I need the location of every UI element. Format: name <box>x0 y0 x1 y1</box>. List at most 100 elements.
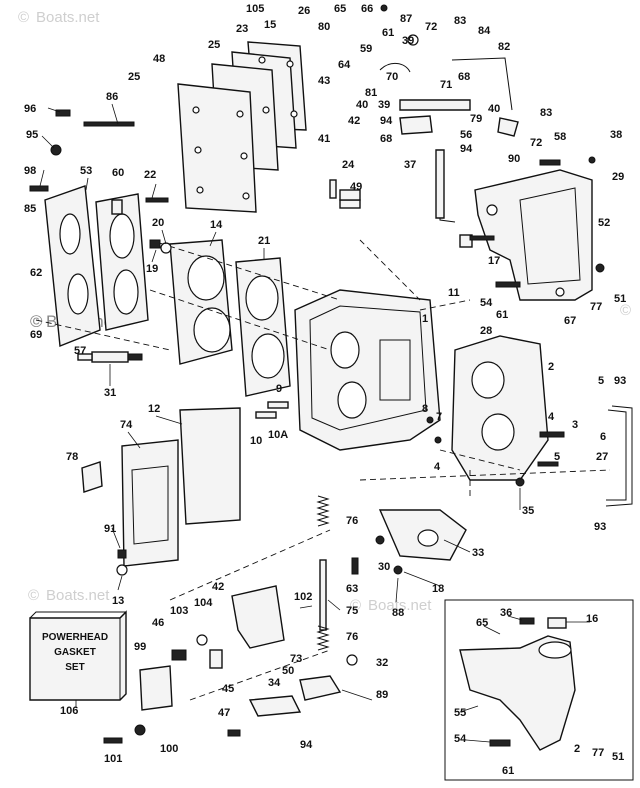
callout: 61 <box>382 27 394 39</box>
lower-left-parts <box>103 634 342 744</box>
callout: 43 <box>318 75 330 87</box>
watermark-top-left: Boats.net <box>36 9 100 26</box>
callout: 86 <box>106 91 118 103</box>
washer-103 <box>196 634 208 646</box>
screw-101 <box>103 737 123 744</box>
callout: 38 <box>610 129 622 141</box>
callout: 60 <box>112 167 124 179</box>
link-45 <box>248 695 302 717</box>
callout: 83 <box>540 107 552 119</box>
callout: 4 <box>548 411 555 423</box>
callout: 100 <box>160 743 178 755</box>
cylinder-head-group <box>44 185 291 397</box>
exhaust-gasket-front <box>177 83 257 213</box>
callout: 10A <box>268 429 288 441</box>
callout: 72 <box>425 21 437 33</box>
callout: 33 <box>472 547 484 559</box>
callout: 73 <box>290 653 302 665</box>
callout: 65 <box>476 617 488 629</box>
cylinder-block <box>294 289 441 451</box>
callout: 2 <box>574 743 580 755</box>
callout: 40 <box>356 99 368 111</box>
kit-label-line-1: POWERHEAD <box>42 632 108 643</box>
callout: 14 <box>210 219 223 231</box>
watermark-copyright-symbol-4: © <box>620 302 631 319</box>
callout: 39 <box>378 99 390 111</box>
callout: 89 <box>376 689 388 701</box>
callout: 81 <box>365 87 377 99</box>
callout: 1 <box>422 313 428 325</box>
callout: 47 <box>218 707 230 719</box>
callout: 76 <box>346 631 358 643</box>
clamp-78 <box>81 461 103 493</box>
clip-104 <box>209 649 223 669</box>
callout: 19 <box>146 263 158 275</box>
callout: 94 <box>380 115 393 127</box>
inset-box <box>444 599 634 781</box>
callout: 76 <box>346 515 358 527</box>
callout: 49 <box>350 181 362 193</box>
callout: 88 <box>392 607 404 619</box>
callout: 61 <box>502 765 514 777</box>
fitting-46 <box>171 649 187 661</box>
crankcase <box>451 335 549 481</box>
callout: 84 <box>478 25 491 37</box>
alignment-lines <box>35 239 611 701</box>
callout: 45 <box>222 683 234 695</box>
callout: 51 <box>612 751 624 763</box>
callout: 77 <box>592 747 604 759</box>
callout: 54 <box>454 733 467 745</box>
callout: 16 <box>586 613 598 625</box>
callout: 9 <box>276 383 282 395</box>
callout: 26 <box>298 5 310 17</box>
watermark-copyright-symbol: © <box>18 9 29 26</box>
callout: 12 <box>148 403 160 415</box>
callout: 78 <box>66 451 78 463</box>
mount-bracket-33 <box>378 509 467 561</box>
kit-label-line-2: GASKET <box>54 647 96 658</box>
callout: 99 <box>134 641 146 653</box>
callout: 35 <box>522 505 534 517</box>
watermark-copyright-symbol-3: © <box>350 597 361 614</box>
callout: 80 <box>318 21 330 33</box>
callout: 83 <box>454 15 466 27</box>
callout: 32 <box>376 657 388 669</box>
callout: 94 <box>460 143 473 155</box>
callout: 31 <box>104 387 116 399</box>
callout: 59 <box>360 43 372 55</box>
callout: 67 <box>564 315 576 327</box>
callout: 25 <box>208 39 220 51</box>
callout: 105 <box>246 3 264 15</box>
callout: 93 <box>594 521 606 533</box>
callout: 24 <box>342 159 355 171</box>
callout: 48 <box>153 53 165 65</box>
callout: 28 <box>480 325 492 337</box>
callout: 56 <box>460 129 472 141</box>
gasket-kit-box: POWERHEAD GASKET SET <box>29 610 127 701</box>
callout: 94 <box>300 739 313 751</box>
callout: 63 <box>346 583 358 595</box>
callout: 6 <box>600 431 606 443</box>
callout: 102 <box>294 591 312 603</box>
callout: 42 <box>348 115 360 127</box>
callout: 69 <box>30 329 42 341</box>
exhaust-cover-plates <box>177 41 307 213</box>
callout: 11 <box>448 287 460 299</box>
callout: 41 <box>318 133 330 145</box>
callout: 5 <box>598 375 604 387</box>
callout: 50 <box>282 665 294 677</box>
plate-bolt-holes <box>192 56 298 200</box>
callout: 101 <box>104 753 122 765</box>
watermark-copyright-symbol-5: © <box>30 312 43 331</box>
leader-lines <box>39 103 590 743</box>
callout: 95 <box>26 129 38 141</box>
callout: 93 <box>614 375 626 387</box>
callout: 57 <box>74 345 86 357</box>
callout: 18 <box>432 583 444 595</box>
callout: 87 <box>400 13 412 25</box>
callout: 106 <box>60 705 78 717</box>
callout: 103 <box>170 605 188 617</box>
callout: 51 <box>614 293 626 305</box>
manifold-group <box>81 407 241 567</box>
